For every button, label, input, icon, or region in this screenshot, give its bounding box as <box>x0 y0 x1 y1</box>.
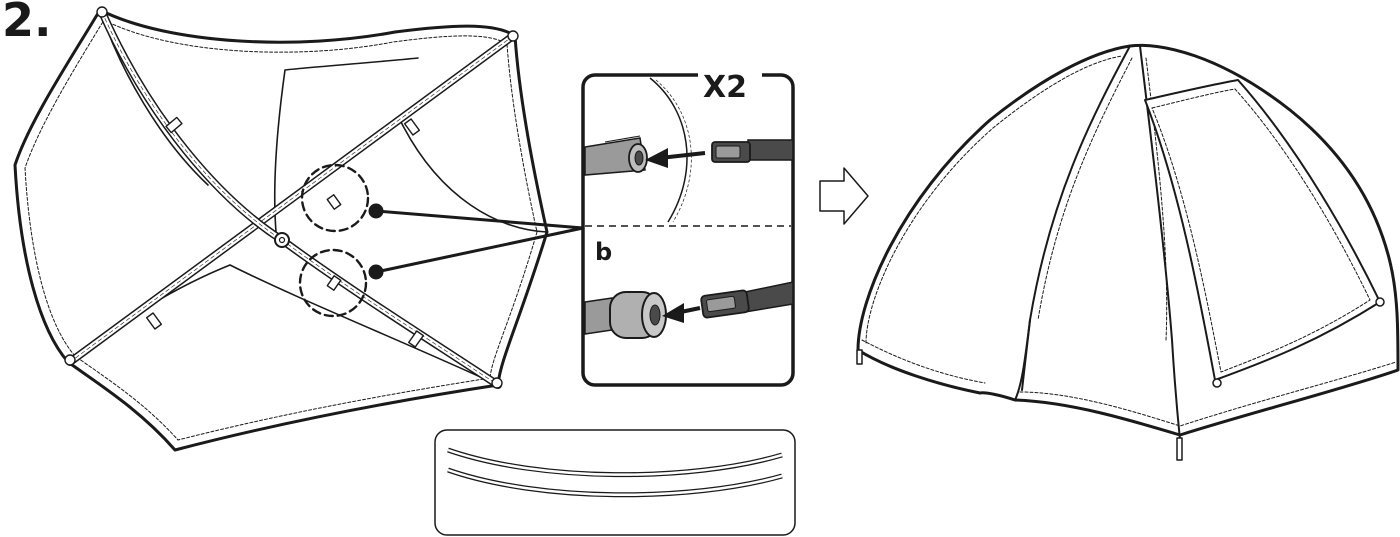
dome-bottom-hem <box>861 339 1397 427</box>
inset-upper-pole-insert <box>711 139 794 163</box>
spare-poles-frame <box>434 429 796 536</box>
inset-part-label: b <box>595 238 612 266</box>
flat-tent-seam-right <box>399 119 548 233</box>
inset-lower-insert-arrow <box>662 303 701 323</box>
dome-front-seam-right <box>1139 45 1181 441</box>
connection-highlight-lower <box>298 248 368 318</box>
leader-dot-upper <box>368 203 384 219</box>
pole-diagonal-a <box>66 32 517 366</box>
inset-quantity-label: X2 <box>703 70 747 105</box>
callout-leaders <box>368 203 584 280</box>
flat-tent-illustration <box>13 6 549 452</box>
flat-tent-stitching <box>24 19 538 441</box>
inset-upper-insert-arrow <box>645 148 706 168</box>
spare-poles-box <box>434 429 796 536</box>
connection-highlight-upper <box>300 163 370 233</box>
step-number: 2. <box>2 0 51 47</box>
flat-tent-outline <box>13 8 549 452</box>
dome-door-panel <box>1144 79 1381 381</box>
spare-pole-2 <box>447 467 783 498</box>
pole-end-caps <box>64 6 519 389</box>
inset-upper-pole-socket <box>584 135 648 176</box>
assembled-dome-tent <box>856 43 1400 461</box>
leader-dot-lower <box>368 264 384 280</box>
dome-front-seam-left <box>1014 45 1131 401</box>
dome-left-panel-stitching <box>865 55 1123 344</box>
connection-detail-inset: X2 b <box>581 68 795 387</box>
inset-lower-pole-insert <box>700 281 794 319</box>
dome-entrance-slit <box>1021 319 1031 391</box>
dome-pole-feet <box>856 297 1385 461</box>
inset-fabric-edge <box>649 77 688 223</box>
spare-pole-1 <box>447 447 783 478</box>
outline-right-arrow-icon <box>819 167 869 225</box>
inset-lower-pole-socket <box>584 291 667 339</box>
inset-frame <box>581 73 795 387</box>
pole-joints <box>145 116 424 348</box>
